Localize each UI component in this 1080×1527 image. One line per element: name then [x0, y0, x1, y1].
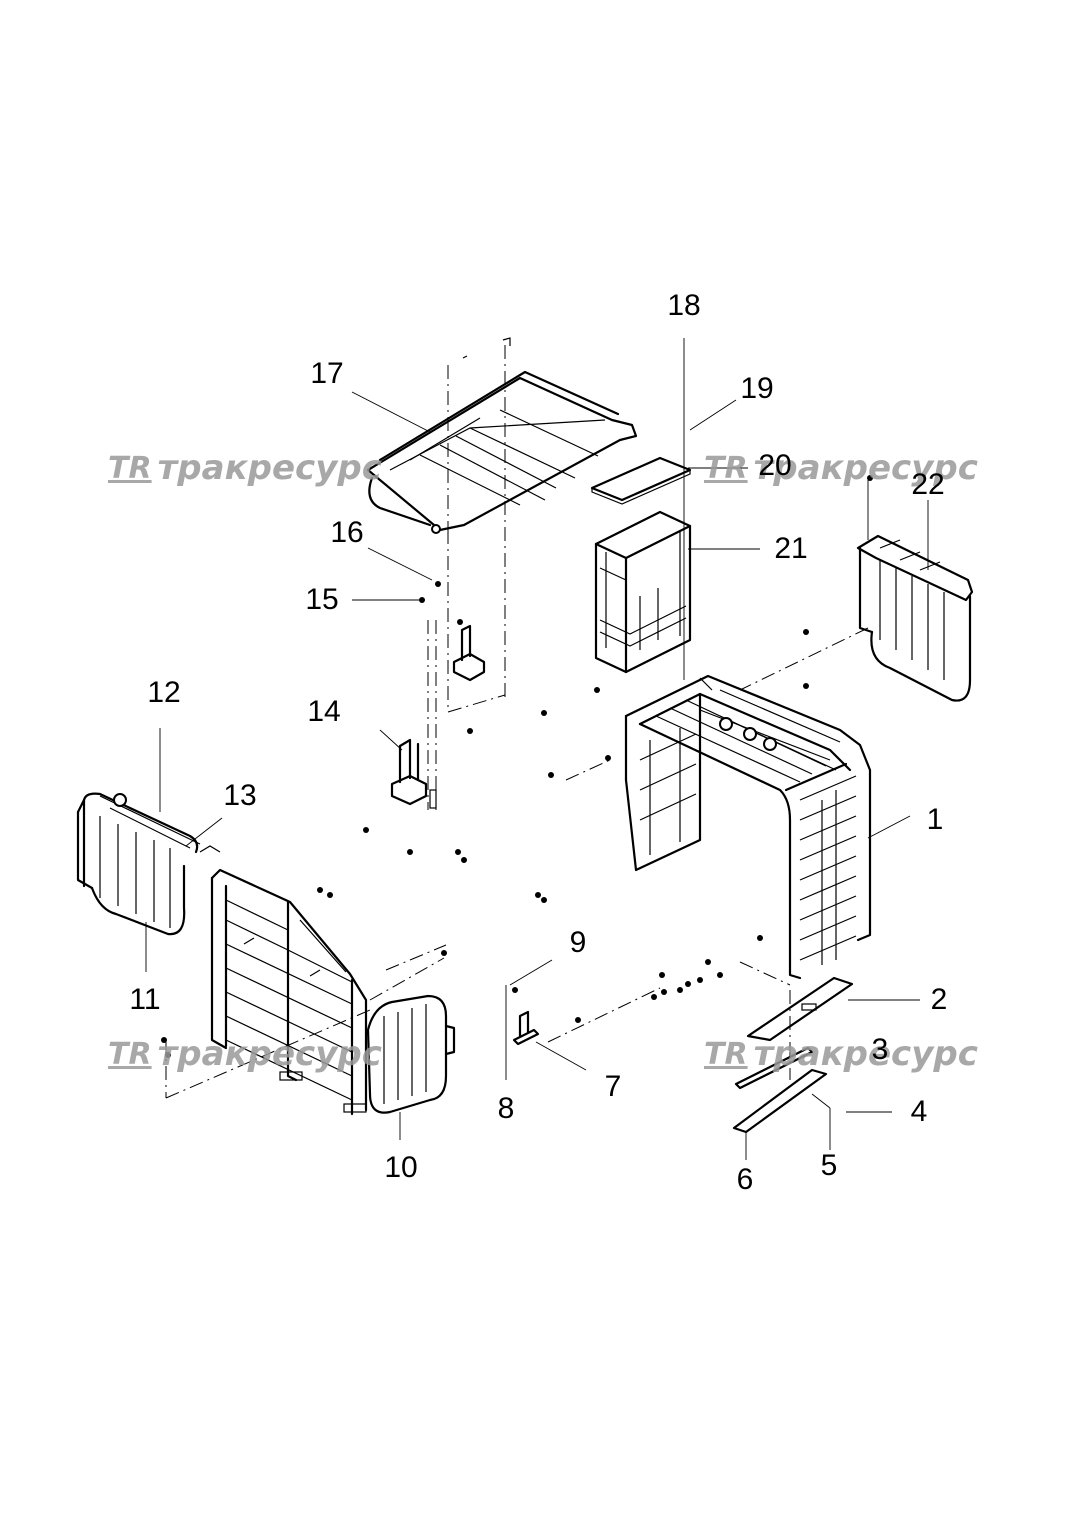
callout-5: 5	[820, 1149, 838, 1182]
callout-13: 13	[223, 779, 257, 812]
part-2-plate	[746, 976, 854, 1042]
callout-12: 12	[147, 676, 181, 709]
callout-14: 14	[307, 695, 341, 728]
callout-8: 8	[497, 1092, 515, 1125]
watermark-bottom-right: TR тракресурс	[704, 1034, 978, 1074]
callout-6: 6	[736, 1163, 754, 1196]
callout-15: 15	[305, 583, 339, 616]
callout-17: 17	[310, 357, 344, 390]
callout-7: 7	[604, 1070, 622, 1103]
part-1-main-frame	[624, 674, 872, 980]
part-10-gate	[366, 994, 456, 1114]
fasteners	[161, 475, 873, 1058]
callout-9: 9	[569, 926, 587, 959]
part-21-frame-box	[594, 510, 692, 674]
callout-3: 3	[871, 1033, 889, 1066]
watermark-brand: тракресурс	[753, 1034, 978, 1074]
watermark-logo: TR	[704, 450, 748, 486]
bracket-upper	[452, 624, 486, 682]
watermark-brand: тракресурс	[157, 448, 382, 488]
watermark-top-left: TR тракресурс	[108, 448, 382, 488]
callout-4: 4	[910, 1095, 928, 1128]
part-3-strip	[734, 1046, 814, 1090]
watermark-top-right: TR тракресурс	[704, 448, 978, 488]
callout-11: 11	[129, 983, 161, 1016]
callout-16: 16	[330, 516, 364, 549]
part-11-left-gate	[76, 792, 221, 936]
part-14-bracket	[390, 738, 428, 806]
part-17-roof-guard	[366, 337, 638, 534]
part-10-door	[210, 868, 368, 1116]
callout-21: 21	[774, 532, 808, 565]
watermark-logo: TR	[108, 450, 152, 486]
callout-19: 19	[740, 372, 774, 405]
callout-22: 22	[911, 468, 945, 501]
watermark-bottom-left: TR тракресурс	[108, 1034, 382, 1074]
watermark-logo: TR	[108, 1036, 152, 1072]
callout-10: 10	[384, 1151, 418, 1184]
callout-1: 1	[926, 803, 944, 836]
watermark-brand: тракресурс	[157, 1034, 382, 1074]
part-22-side-gate	[856, 534, 974, 702]
callout-2: 2	[930, 983, 948, 1016]
part-6-plate	[732, 1068, 828, 1134]
callout-18: 18	[667, 289, 701, 322]
watermark-logo: TR	[704, 1036, 748, 1072]
part-20-lid	[590, 456, 692, 505]
watermark-brand: тракресурс	[753, 448, 978, 488]
callout-20: 20	[758, 449, 792, 482]
part-7-bracket	[512, 1010, 540, 1046]
